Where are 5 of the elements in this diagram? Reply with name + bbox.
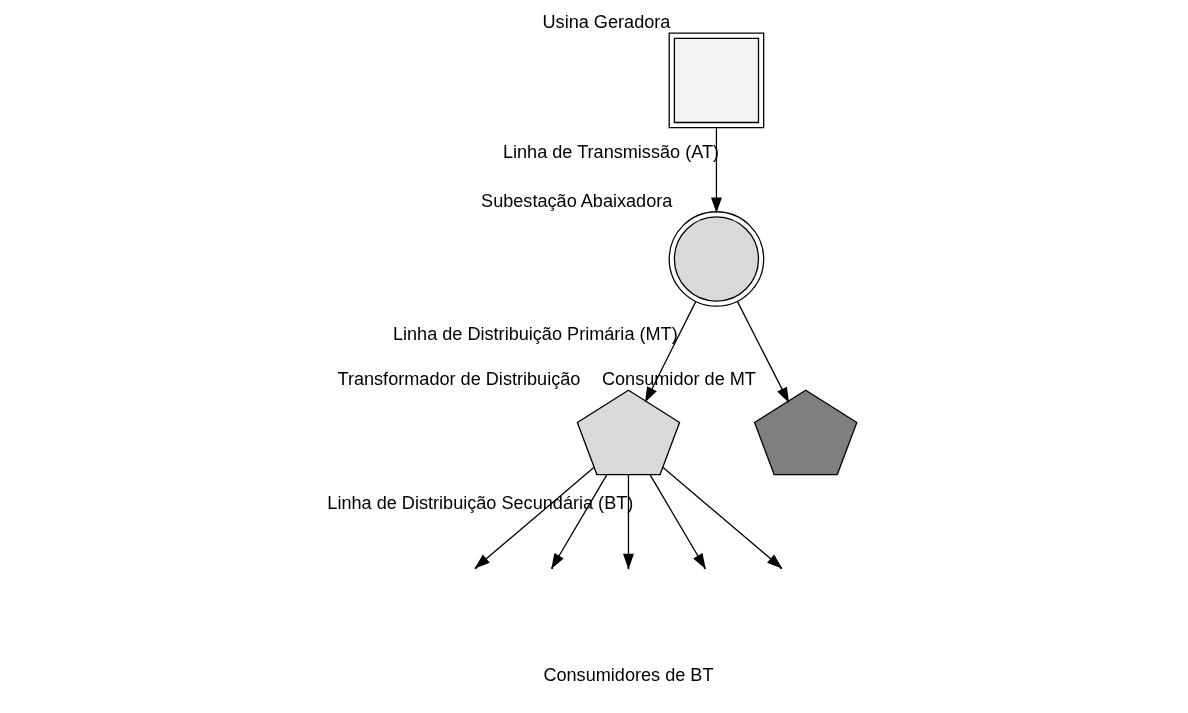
node-label: Transformador de Distribuição: [337, 369, 580, 390]
edge-label: Linha de Distribuição Primária (MT): [392, 324, 678, 345]
node-label: Subestação Abaixadora: [480, 190, 672, 211]
node-label: Usina Geradora: [542, 12, 670, 33]
label: Consumidores de BT: [542, 664, 714, 685]
